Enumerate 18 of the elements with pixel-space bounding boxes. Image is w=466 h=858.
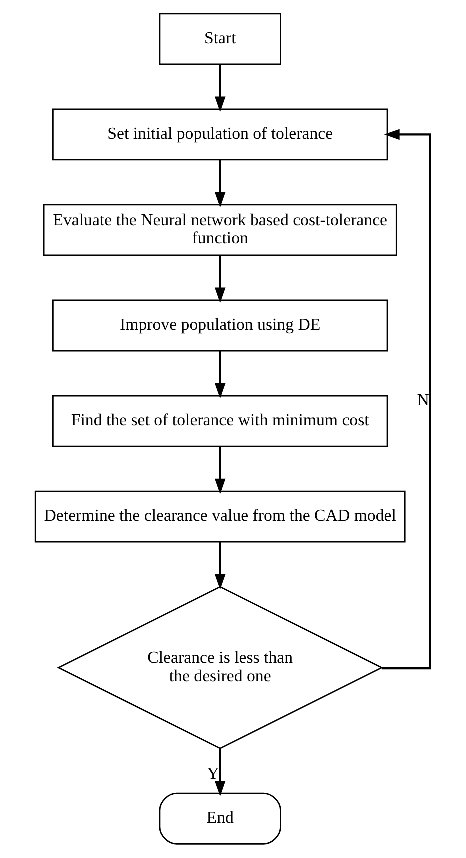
node-diamond: Clearance is less than the desired one <box>57 586 384 750</box>
arrow <box>214 256 226 304</box>
edge-label: N <box>417 390 430 410</box>
arrow <box>382 129 432 670</box>
arrow <box>214 542 226 590</box>
node-box: Set initial population of tolerance <box>52 108 388 161</box>
node-box: End <box>159 792 282 845</box>
arrow <box>214 446 226 494</box>
node-box: Find the set of tolerance with minimum cost <box>52 395 388 448</box>
node-box: Improve population using DE <box>52 300 388 352</box>
edge-label: Y <box>207 764 220 783</box>
arrow <box>214 160 226 208</box>
arrow <box>214 748 226 797</box>
node-box: Evaluate the Neural network based cost-tolerance function <box>43 204 398 256</box>
arrow <box>214 351 226 399</box>
arrow <box>214 64 226 112</box>
node-box: Start <box>159 13 282 66</box>
node-box: Determine the clearance value from the CAD model <box>34 490 406 543</box>
